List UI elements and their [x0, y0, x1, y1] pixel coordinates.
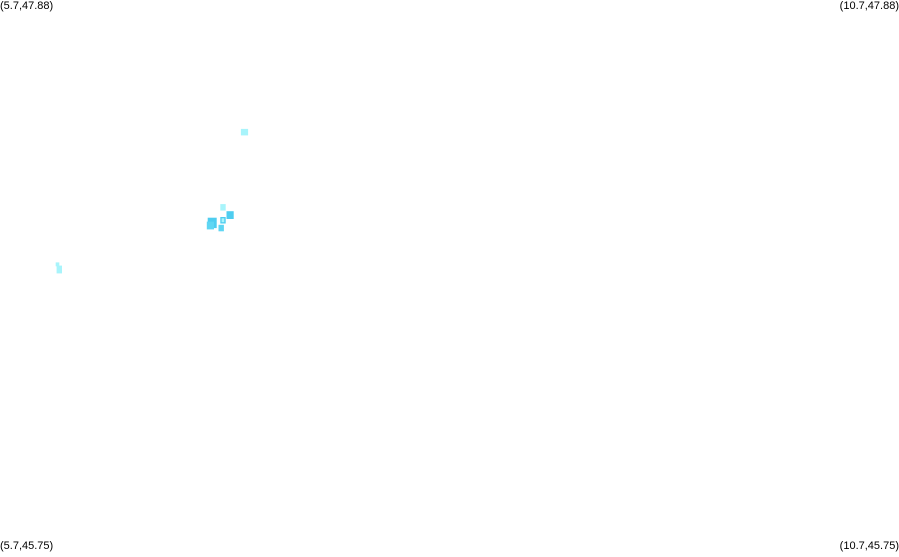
map-marker-2 [220, 204, 226, 211]
map-marker-10 [55, 262, 60, 267]
corner-label-bottom-left: (5.7,45.75) [0, 540, 54, 552]
corner-label-bottom-right: (10.7,45.75) [839, 540, 899, 552]
map-marker-3 [226, 211, 234, 219]
map-marker-9 [56, 265, 62, 274]
map-marker-8 [221, 218, 225, 223]
map-marker-6 [206, 221, 214, 230]
map-marker-1 [240, 128, 249, 136]
corner-label-top-left: (5.7,47.88) [0, 0, 54, 12]
map-marker-7 [218, 224, 224, 232]
corner-label-top-right: (10.7,47.88) [839, 0, 899, 12]
